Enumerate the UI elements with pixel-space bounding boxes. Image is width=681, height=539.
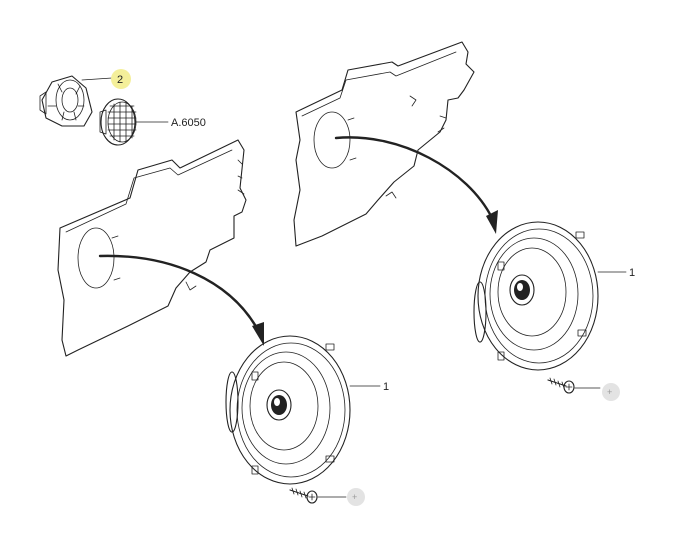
right-screw	[547, 377, 601, 394]
right-mount-arrow	[334, 136, 498, 234]
tweeter-grille	[99, 98, 137, 146]
tweeter-grille-callout: A.6050	[171, 117, 206, 129]
left-speaker	[225, 335, 351, 485]
tweeter-callout-highlight	[111, 69, 131, 89]
tweeter-housing	[39, 75, 93, 127]
left-screw	[289, 487, 347, 504]
left-screw-callout: +	[352, 492, 357, 502]
left-door-panel	[57, 139, 247, 357]
left-speaker-callout: 1	[383, 381, 389, 393]
right-screw-callout: +	[607, 387, 612, 397]
tweeter-housing-callout: 2	[117, 74, 123, 86]
left-screw-highlight	[347, 488, 365, 506]
right-speaker	[473, 221, 599, 371]
right-door-panel	[293, 41, 475, 247]
right-screw-highlight	[602, 383, 620, 401]
right-speaker-callout: 1	[629, 267, 635, 279]
left-mount-arrow	[98, 254, 264, 346]
tweeter-leader	[81, 77, 113, 81]
